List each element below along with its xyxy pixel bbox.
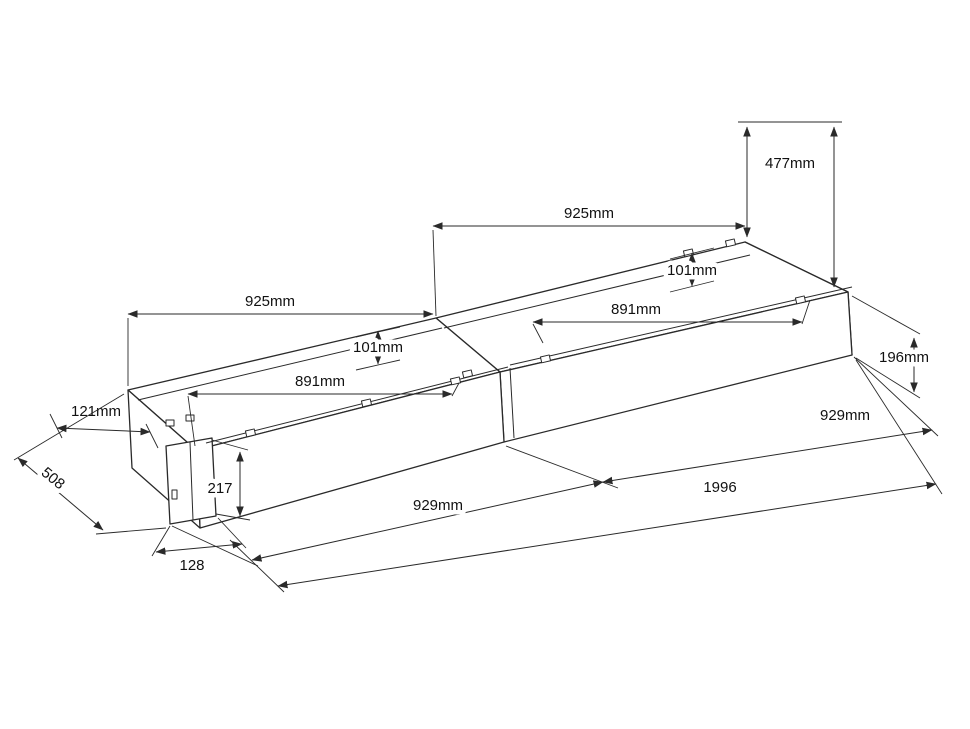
bracket-detail xyxy=(449,376,462,386)
bracket-detail xyxy=(360,398,373,408)
dimension-929-right: 929mm xyxy=(602,356,939,485)
bracket-detail xyxy=(539,354,552,364)
fitting-plate xyxy=(171,489,178,500)
dim-label-508: 508 xyxy=(38,464,68,493)
dim-label-121: 121mm xyxy=(71,403,121,420)
dim-label-891-left: 891mm xyxy=(295,373,345,390)
dim-label-101-left: 101mm xyxy=(353,339,403,356)
bracket-detail xyxy=(244,428,257,438)
dim-label-217: 217 xyxy=(207,480,232,497)
dimension-128: 128 xyxy=(151,517,247,579)
bracket-detail xyxy=(724,238,737,248)
fitting-plate xyxy=(165,419,175,427)
bracket-details xyxy=(165,238,807,500)
dim-label-925-right: 925mm xyxy=(564,205,614,222)
dim-label-891-right: 891mm xyxy=(611,301,661,318)
dim-label-929-left: 929mm xyxy=(413,497,463,514)
dim-label-196: 196mm xyxy=(879,349,929,366)
dim-label-477: 477mm xyxy=(765,155,815,172)
dim-label-925-left: 925mm xyxy=(245,293,295,310)
dim-label-1996: 1996 xyxy=(703,479,736,496)
dim-label-101-right: 101mm xyxy=(667,262,717,279)
fitting-plate xyxy=(185,414,195,422)
dim-label-929-right: 929mm xyxy=(820,407,870,424)
drawer-unit xyxy=(127,241,853,529)
dim-label-128: 128 xyxy=(179,557,204,574)
bracket-detail xyxy=(461,369,474,379)
dimension-196: 196mm xyxy=(851,295,934,399)
bracket-detail xyxy=(794,295,807,305)
